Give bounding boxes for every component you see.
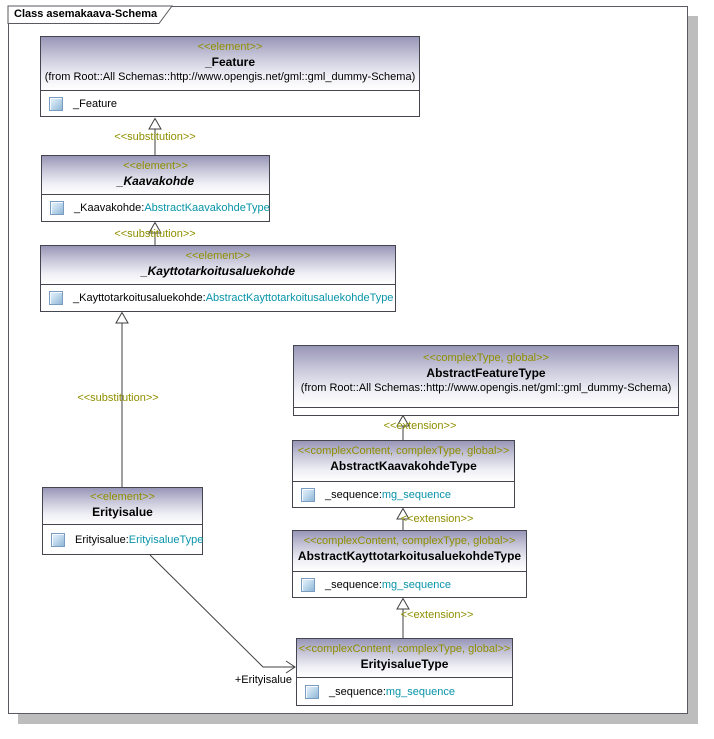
stereotype-label: <<element>> xyxy=(197,41,263,53)
attribute-row[interactable]: _sequence:mg_sequence xyxy=(293,572,526,597)
attribute-row[interactable]: _Kaavakohde:AbstractKaavakohdeType xyxy=(42,195,270,221)
stereotype-label: <<element>> xyxy=(123,160,188,172)
attribute-name: _sequence: xyxy=(325,488,382,501)
substitution-edge-label: <<substitution>> xyxy=(114,228,196,240)
class-header: <<element>> _Kayttotarkoitusaluekohde xyxy=(41,246,395,285)
class-box-feature[interactable]: <<element>> _Feature (from Root::All Sch… xyxy=(40,36,420,117)
class-header: <<element>> Erityisalue xyxy=(43,488,202,525)
stereotype-label: <<complexContent, complexType, global>> xyxy=(298,643,511,655)
attribute-row[interactable]: _sequence:mg_sequence xyxy=(293,482,514,507)
attribute-type: AbstractKaavakohdeType xyxy=(144,202,270,214)
attribute-type: mg_sequence xyxy=(385,685,455,698)
generalization-arrowhead-icon xyxy=(396,414,410,427)
attribute-icon xyxy=(301,577,315,592)
open-arrowhead-icon xyxy=(285,660,296,674)
class-name: AbstractKayttotarkoitusaluekohdeType xyxy=(297,549,522,563)
attribute-icon xyxy=(49,291,63,305)
class-name: AbstractKaavakohdeType xyxy=(330,459,477,473)
class-box-abstract-kaavakohde-type[interactable]: <<complexContent, complexType, global>> … xyxy=(292,440,515,508)
attribute-row[interactable]: Erityisalue:ErityisalueType xyxy=(43,525,204,554)
frame-title-tab xyxy=(7,5,173,24)
attribute-name: _Feature xyxy=(73,97,118,110)
class-name: Erityisalue xyxy=(92,505,153,519)
attribute-name: _sequence: xyxy=(325,578,382,591)
frame-title: Class asemakaava-Schema xyxy=(14,8,158,20)
class-box-erityisalue-type[interactable]: <<complexContent, complexType, global>> … xyxy=(296,638,513,706)
substitution-edge-label: <<substitution>> xyxy=(77,392,159,404)
attribute-type: mg_sequence xyxy=(381,578,451,591)
extension-edge-label: <<extension>> xyxy=(400,513,474,525)
extension-edge-label: <<extension>> xyxy=(400,609,474,621)
class-header: <<complexContent, complexType, global>> … xyxy=(297,639,512,678)
from-package-label: (from Root::All Schemas::http://www.open… xyxy=(300,382,672,394)
stereotype-label: <<element>> xyxy=(90,491,155,503)
generalization-arrowhead-icon xyxy=(396,507,410,520)
class-box-kayttotarkoitusaluekohde[interactable]: <<element>> _Kayttotarkoitusaluekohde _K… xyxy=(40,245,396,312)
attribute-row[interactable]: _sequence:mg_sequence xyxy=(297,678,512,705)
association-edge-erityisalue-to-erityisaluetype[interactable] xyxy=(149,554,295,668)
attribute-icon xyxy=(305,684,319,699)
class-name: ErityisalueType xyxy=(360,657,449,671)
attribute-compartment-empty xyxy=(294,408,678,415)
attribute-icon xyxy=(301,487,315,502)
class-name: _Kayttotarkoitusaluekohde xyxy=(140,264,296,278)
generalization-arrowhead-icon xyxy=(148,221,162,234)
generalization-arrowhead-icon xyxy=(115,311,129,324)
stereotype-label: <<complexContent, complexType, global>> xyxy=(303,535,516,547)
generalization-arrowhead-icon xyxy=(396,597,410,610)
class-name: _Feature xyxy=(204,55,256,69)
class-header: <<complexType, global>> AbstractFeatureT… xyxy=(294,346,678,408)
class-box-abstract-feature-type[interactable]: <<complexType, global>> AbstractFeatureT… xyxy=(293,345,679,416)
attribute-name: _sequence: xyxy=(329,685,386,698)
attribute-type: mg_sequence xyxy=(381,488,451,501)
attribute-name: _Kayttotarkoitusaluekohde: xyxy=(73,292,206,304)
class-header: <<complexContent, complexType, global>> … xyxy=(293,441,514,482)
class-name: _Kaavakohde xyxy=(116,174,195,188)
class-header: <<element>> _Kaavakohde xyxy=(42,156,269,195)
association-role-label: +Erityisalue xyxy=(234,674,292,686)
class-header: <<complexContent, complexType, global>> … xyxy=(293,531,526,572)
class-box-erityisalue[interactable]: <<element>> Erityisalue Erityisalue:Erit… xyxy=(42,487,203,555)
stereotype-label: <<element>> xyxy=(185,250,251,262)
attribute-icon xyxy=(50,201,64,215)
attribute-type: AbstractKayttotarkoitusaluekohdeType xyxy=(205,292,394,304)
class-box-abstract-kayttotarkoitusaluekohde-type[interactable]: <<complexContent, complexType, global>> … xyxy=(292,530,527,598)
extension-edge-label: <<extension>> xyxy=(383,420,457,432)
attribute-row[interactable]: _Kayttotarkoitusaluekohde:AbstractKaytto… xyxy=(41,285,395,311)
stereotype-label: <<complexType, global>> xyxy=(423,352,549,364)
attribute-row[interactable]: _Feature xyxy=(41,91,419,116)
attribute-icon xyxy=(49,96,63,111)
attribute-type: ErityisalueType xyxy=(128,533,204,546)
class-box-kaavakohde[interactable]: <<element>> _Kaavakohde _Kaavakohde:Abst… xyxy=(41,155,270,222)
attribute-name: _Kaavakohde: xyxy=(74,202,145,214)
class-name: AbstractFeatureType xyxy=(426,366,546,380)
class-header: <<element>> _Feature (from Root::All Sch… xyxy=(41,37,419,91)
generalization-arrowhead-icon xyxy=(148,117,162,130)
substitution-edge-label: <<substitution>> xyxy=(114,131,196,143)
attribute-name: Erityisalue: xyxy=(75,533,129,546)
stereotype-label: <<complexContent, complexType, global>> xyxy=(297,445,510,457)
from-package-label: (from Root::All Schemas::http://www.open… xyxy=(44,71,416,83)
attribute-icon xyxy=(51,532,65,547)
